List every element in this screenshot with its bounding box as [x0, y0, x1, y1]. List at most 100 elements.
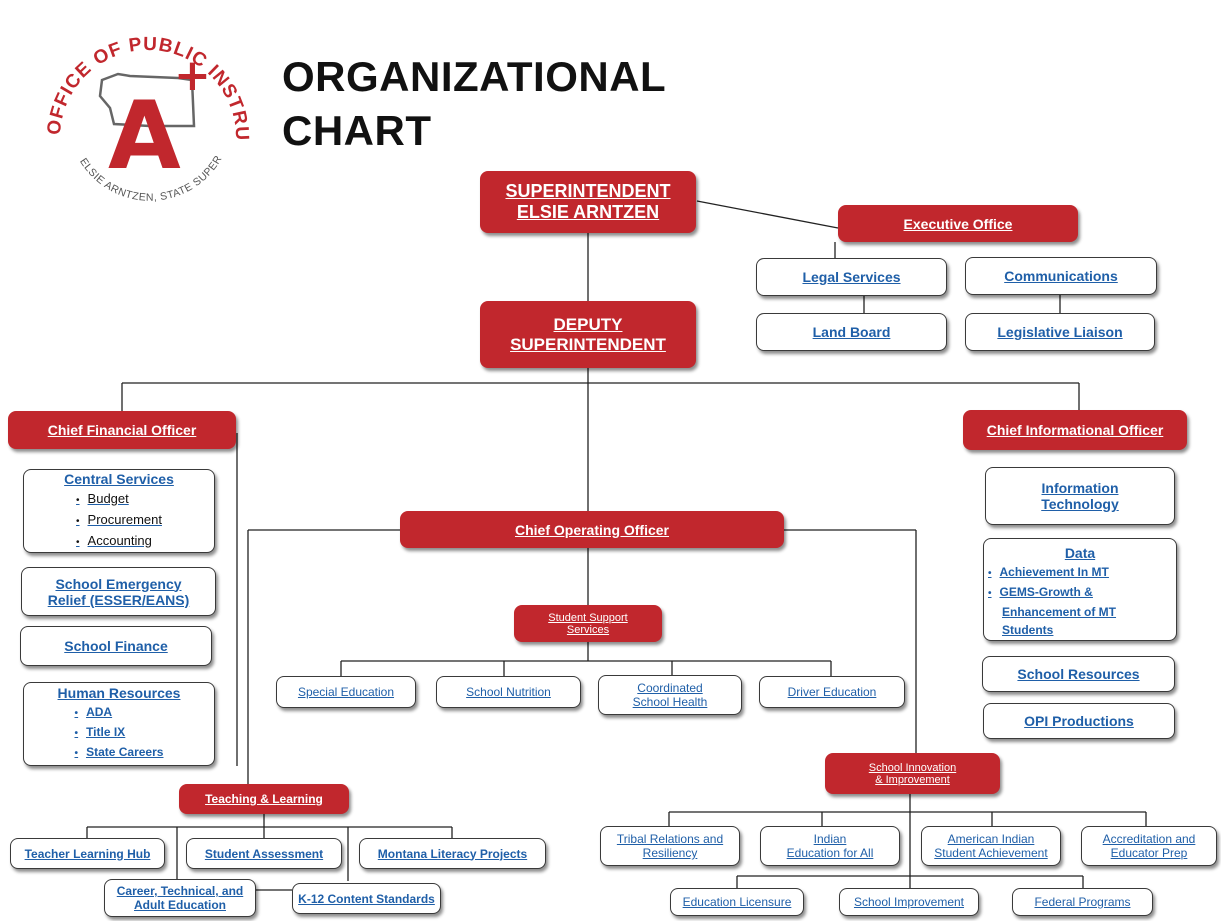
student-support-box[interactable]: Student Support Services: [514, 605, 662, 642]
school-finance-label: School Finance: [64, 638, 168, 654]
coordinated-health-line2: School Health: [632, 695, 708, 709]
education-licensure-label: Education Licensure: [682, 895, 792, 909]
opi-logo: OFFICE OF PUBLIC INSTRUCTION ELSIE ARNTZ…: [30, 8, 251, 204]
tribal-relations-line1: Tribal Relations and: [616, 832, 724, 846]
cfo-box[interactable]: Chief Financial Officer: [8, 411, 236, 449]
special-education-box[interactable]: Special Education: [276, 676, 416, 708]
coordinated-health-line1: Coordinated: [637, 681, 703, 695]
student-assessment-box[interactable]: Student Assessment: [186, 838, 342, 869]
teacher-hub-box[interactable]: Teacher Learning Hub: [10, 838, 165, 869]
school-innovation-box[interactable]: School Innovation & Improvement: [825, 753, 1000, 794]
school-nutrition-box[interactable]: School Nutrition: [436, 676, 581, 708]
legislative-liaison-box[interactable]: Legislative Liaison: [965, 313, 1155, 351]
teaching-learning-box[interactable]: Teaching & Learning: [179, 784, 349, 814]
logo-mark-plus: +: [174, 50, 211, 101]
central-services-item: Procurement: [76, 510, 162, 531]
accreditation-line1: Accreditation and: [1102, 832, 1196, 846]
coo-box[interactable]: Chief Operating Officer: [400, 511, 784, 548]
central-services-item: Accounting: [76, 531, 162, 552]
information-technology-line2: Technology: [1041, 496, 1119, 512]
education-licensure-box[interactable]: Education Licensure: [670, 888, 804, 916]
student-support-line1: Student Support: [548, 611, 628, 624]
human-resources-label: Human Resources: [57, 685, 181, 701]
page-title: ORGANIZATIONAL CHART: [282, 50, 666, 158]
logo-mark-a: A: [108, 82, 181, 191]
student-support-line2: Services: [566, 623, 610, 636]
central-services-box[interactable]: Central Services Budget Procurement Acco…: [23, 469, 215, 553]
american-indian-line1: American Indian: [947, 832, 1035, 846]
tribal-relations-line2: Resiliency: [642, 846, 698, 860]
k12-standards-label: K-12 Content Standards: [298, 891, 435, 906]
career-technical-line2: Adult Education: [134, 898, 226, 912]
central-services-label: Central Services: [64, 470, 174, 487]
data-box[interactable]: Data Achievement In MT GEMS-Growth & Enh…: [983, 538, 1177, 641]
coordinated-health-box[interactable]: Coordinated School Health: [598, 675, 742, 715]
federal-programs-label: Federal Programs: [1034, 895, 1131, 909]
driver-education-box[interactable]: Driver Education: [759, 676, 905, 708]
federal-programs-box[interactable]: Federal Programs: [1012, 888, 1153, 916]
communications-box[interactable]: Communications: [965, 257, 1157, 295]
deputy-line1: DEPUTY: [553, 314, 623, 334]
teacher-hub-label: Teacher Learning Hub: [24, 846, 151, 861]
central-services-item: Budget: [76, 489, 162, 510]
connector: [696, 200, 839, 229]
deputy-superintendent-box[interactable]: DEPUTY SUPERINTENDENT: [480, 301, 696, 368]
tribal-relations-box[interactable]: Tribal Relations and Resiliency: [600, 826, 740, 866]
student-assessment-label: Student Assessment: [204, 846, 324, 861]
deputy-line2: SUPERINTENDENT: [510, 334, 666, 354]
teaching-learning-label: Teaching & Learning: [205, 792, 323, 806]
superintendent-box[interactable]: SUPERINTENDENT ELSIE ARNTZEN: [480, 171, 696, 233]
executive-office-box[interactable]: Executive Office: [838, 205, 1078, 242]
opi-productions-label: OPI Productions: [1024, 713, 1134, 729]
school-innovation-line2: & Improvement: [875, 773, 950, 786]
cfo-label: Chief Financial Officer: [47, 422, 197, 438]
accreditation-line2: Educator Prep: [1110, 846, 1188, 860]
information-technology-line1: Information: [1041, 480, 1119, 496]
career-technical-box[interactable]: Career, Technical, and Adult Education: [104, 879, 256, 917]
data-label: Data: [1064, 545, 1096, 561]
land-board-box[interactable]: Land Board: [756, 313, 947, 351]
cio-label: Chief Informational Officer: [986, 422, 1164, 438]
driver-education-label: Driver Education: [787, 685, 877, 699]
esser-box[interactable]: School Emergency Relief (ESSER/EANS): [21, 567, 216, 616]
coo-label: Chief Operating Officer: [514, 521, 670, 538]
career-technical-line1: Career, Technical, and: [116, 884, 244, 898]
executive-office-label: Executive Office: [903, 215, 1013, 232]
opi-productions-box[interactable]: OPI Productions: [983, 703, 1175, 739]
special-education-label: Special Education: [297, 685, 395, 699]
american-indian-line2: Student Achievement: [934, 846, 1048, 860]
montana-outline-icon: [98, 72, 196, 128]
literacy-projects-box[interactable]: Montana Literacy Projects: [359, 838, 546, 869]
school-finance-box[interactable]: School Finance: [20, 626, 212, 666]
cio-box[interactable]: Chief Informational Officer: [963, 410, 1187, 450]
land-board-label: Land Board: [812, 324, 891, 340]
school-innovation-line1: School Innovation: [868, 761, 957, 774]
information-technology-box[interactable]: Information Technology: [985, 467, 1175, 525]
superintendent-line1: SUPERINTENDENT: [505, 181, 671, 201]
k12-standards-box[interactable]: K-12 Content Standards: [292, 883, 441, 914]
accreditation-box[interactable]: Accreditation and Educator Prep: [1081, 826, 1217, 866]
american-indian-box[interactable]: American Indian Student Achievement: [921, 826, 1061, 866]
literacy-projects-label: Montana Literacy Projects: [377, 846, 528, 861]
data-item[interactable]: Achievement In MT: [988, 563, 1170, 583]
human-resources-item[interactable]: ADA: [75, 703, 164, 723]
legal-services-label: Legal Services: [802, 269, 901, 285]
school-resources-label: School Resources: [1017, 666, 1140, 682]
title-line2: CHART: [282, 107, 432, 154]
superintendent-line2: ELSIE ARNTZEN: [516, 202, 660, 222]
legislative-liaison-label: Legislative Liaison: [997, 324, 1123, 340]
human-resources-item[interactable]: Title IX: [75, 723, 164, 743]
indian-education-line2: Education for All: [786, 846, 874, 860]
esser-line1: School Emergency: [55, 575, 182, 592]
legal-services-box[interactable]: Legal Services: [756, 258, 947, 296]
school-resources-box[interactable]: School Resources: [982, 656, 1175, 692]
communications-label: Communications: [1004, 268, 1118, 284]
indian-education-box[interactable]: Indian Education for All: [760, 826, 900, 866]
human-resources-item[interactable]: State Careers: [75, 743, 163, 763]
title-line1: ORGANIZATIONAL: [282, 53, 667, 100]
data-item[interactable]: GEMS-Growth & Enhancement of MT Students: [988, 583, 1170, 639]
school-improvement-box[interactable]: School Improvement: [839, 888, 979, 916]
indian-education-line1: Indian: [813, 832, 847, 846]
human-resources-box[interactable]: Human Resources ADA Title IX State Caree…: [23, 682, 215, 766]
